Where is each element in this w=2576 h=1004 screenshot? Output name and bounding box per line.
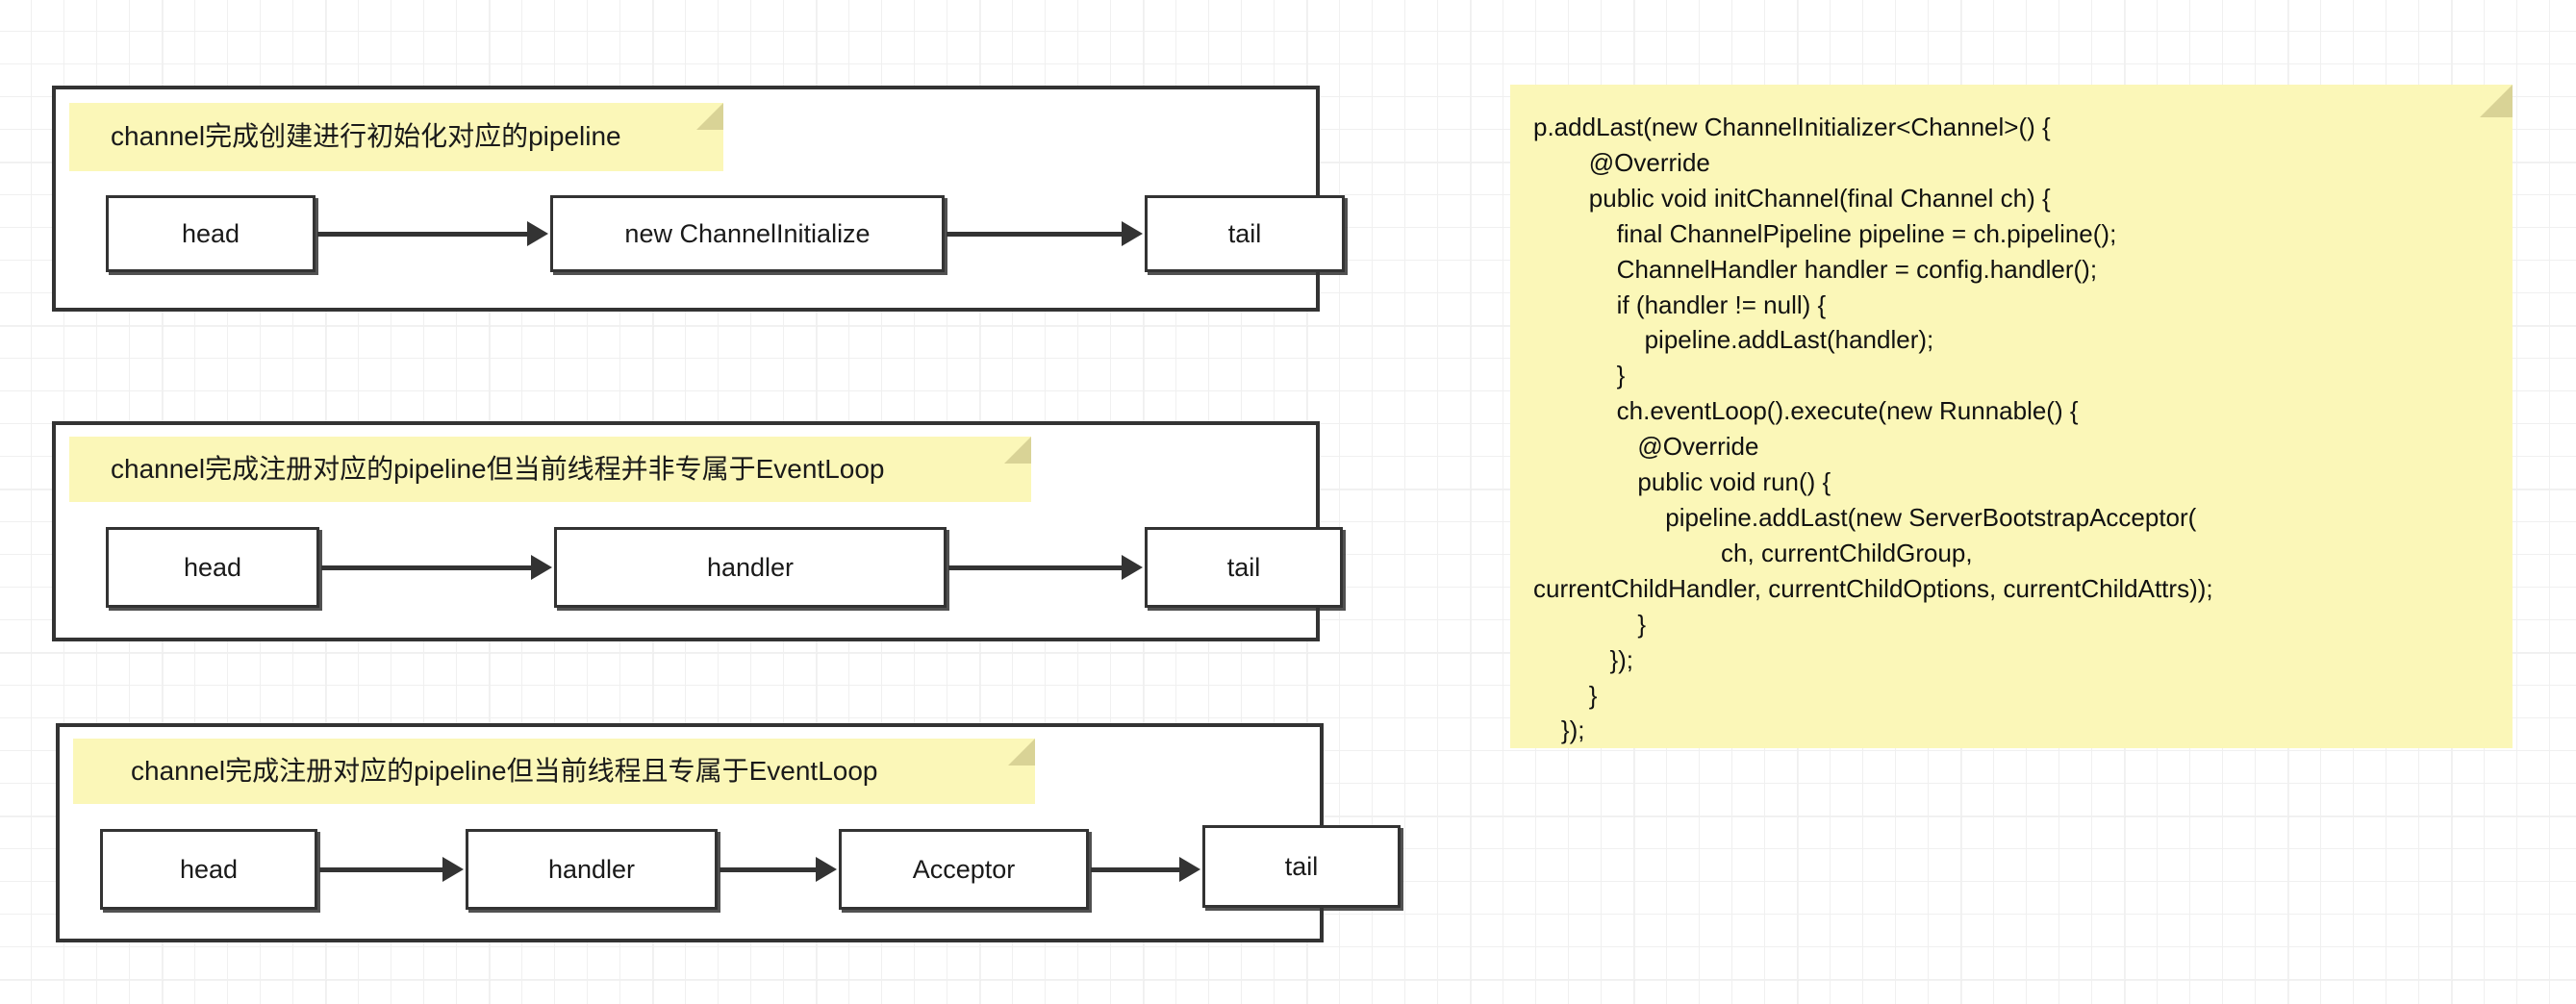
node-label: Acceptor [912, 854, 1016, 884]
code-line: ch, currentChildGroup, [1533, 538, 1973, 567]
node-tail[interactable]: tail [1145, 195, 1345, 272]
node-label: tail [1227, 218, 1262, 248]
code-line: @Override [1533, 147, 1710, 177]
code-line: public void run() { [1533, 467, 1831, 497]
node-label: head [183, 552, 242, 582]
arrow-shaft [948, 565, 1122, 570]
caption-text: channel完成创建进行初始化对应的pipeline [111, 121, 621, 152]
code-line: if (handler != null) { [1533, 289, 1827, 319]
caption-text: channel完成注册对应的pipeline但当前线程且专属于EventLoop [131, 755, 878, 786]
code-line: pipeline.addLast(new ServerBootstrapAcce… [1533, 502, 2197, 532]
node-label: handler [706, 552, 795, 582]
node-head[interactable]: head [106, 527, 319, 608]
arrow-shaft [321, 565, 531, 570]
code-line: p.addLast(new ChannelInitializer<Channel… [1533, 113, 2051, 141]
code-line: }); [1533, 715, 1585, 745]
pipeline-panel-register-in-eventloop: channel完成注册对应的pipeline但当前线程且专属于EventLoop… [56, 723, 1401, 942]
arrow-head-icon [816, 857, 837, 882]
code-line: pipeline.addLast(handler); [1533, 325, 1934, 355]
arrow-shaft [720, 866, 816, 872]
node-label: handler [547, 854, 636, 884]
node-tail[interactable]: tail [1202, 825, 1401, 908]
arrow-head-icon [1122, 555, 1143, 580]
node-handler[interactable]: handler [466, 829, 718, 910]
code-line: currentChildHandler, currentChildOptions… [1533, 573, 2213, 603]
arrow-head-icon [527, 221, 548, 246]
node-tail[interactable]: tail [1145, 527, 1343, 608]
caption-note-register-in-eventloop: channel完成注册对应的pipeline但当前线程且专属于EventLoop [73, 739, 1035, 804]
node-new-channel-initialize[interactable]: new ChannelInitialize [550, 195, 945, 272]
code-line: } [1533, 361, 1626, 390]
code-line: ChannelHandler handler = config.handler(… [1533, 254, 2098, 284]
node-label: tail [1226, 552, 1261, 582]
arrow-shaft [1091, 866, 1179, 872]
folded-corner-icon [2480, 85, 2513, 117]
node-acceptor[interactable]: Acceptor [839, 829, 1089, 910]
code-line: } [1533, 680, 1598, 710]
arrow-head-icon [1122, 221, 1143, 246]
node-label: head [181, 218, 240, 248]
code-line: public void initChannel(final Channel ch… [1533, 183, 2051, 213]
node-label: head [179, 854, 239, 884]
arrow-shaft [319, 866, 442, 872]
node-head[interactable]: head [100, 829, 317, 910]
folded-corner-icon [1008, 739, 1035, 766]
code-line: }); [1533, 644, 1634, 674]
pipeline-panel-register-not-in-eventloop: channel完成注册对应的pipeline但当前线程并非专属于EventLoo… [52, 421, 1343, 641]
code-sticky-note: p.addLast(new ChannelInitializer<Channel… [1510, 85, 2513, 748]
code-line: final ChannelPipeline pipeline = ch.pipe… [1533, 218, 2117, 248]
node-label: new ChannelInitialize [624, 218, 871, 248]
arrow-head-icon [1179, 857, 1200, 882]
arrow-head-icon [442, 857, 464, 882]
folded-corner-icon [1004, 437, 1031, 464]
arrow-head-icon [531, 555, 552, 580]
node-handler[interactable]: handler [554, 527, 947, 608]
code-line: } [1533, 609, 1647, 639]
caption-text: channel完成注册对应的pipeline但当前线程并非专属于EventLoo… [111, 453, 885, 484]
arrow-shaft [317, 231, 527, 237]
caption-note-init: channel完成创建进行初始化对应的pipeline [69, 103, 723, 171]
code-line: ch.eventLoop().execute(new Runnable() { [1533, 396, 2079, 426]
caption-note-register-not-in-eventloop: channel完成注册对应的pipeline但当前线程并非专属于EventLoo… [69, 437, 1031, 502]
code-line: @Override [1533, 432, 1759, 462]
folded-corner-icon [696, 103, 723, 130]
node-label: tail [1284, 851, 1319, 881]
pipeline-panel-init: channel完成创建进行初始化对应的pipeline head new Cha… [52, 86, 1345, 312]
node-head[interactable]: head [106, 195, 316, 272]
arrow-shaft [947, 231, 1122, 237]
